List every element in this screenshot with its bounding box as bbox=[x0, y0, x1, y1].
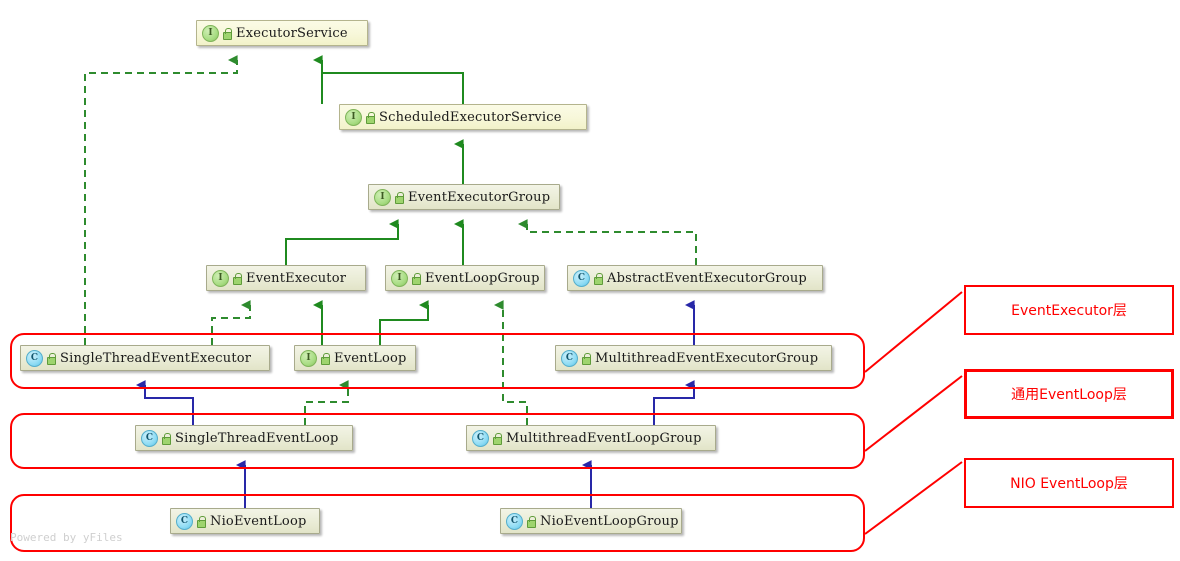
node-event-loop[interactable]: I EventLoop bbox=[294, 345, 416, 371]
group-eventexecutor-layer bbox=[10, 333, 865, 389]
node-label: EventLoopGroup bbox=[425, 270, 540, 286]
interface-badge-icon: I bbox=[345, 108, 362, 126]
node-label: AbstractEventExecutorGroup bbox=[607, 270, 807, 286]
edge-eventloop-to-elg bbox=[379, 300, 429, 345]
node-scheduled-executor-service[interactable]: I ScheduledExecutorService bbox=[339, 104, 587, 130]
lock-icon bbox=[411, 273, 421, 285]
interface-badge-icon: I bbox=[202, 24, 219, 42]
interface-badge-icon: I bbox=[300, 349, 317, 367]
lock-icon bbox=[581, 353, 591, 365]
node-event-loop-group[interactable]: I EventLoopGroup bbox=[385, 265, 545, 291]
legend-general-event-loop-layer: 通用EventLoop层 bbox=[964, 369, 1174, 419]
edge-aeeg-to-eeg bbox=[517, 219, 697, 265]
class-badge-icon: C bbox=[573, 269, 590, 287]
node-label: EventExecutorGroup bbox=[408, 189, 551, 205]
legend-event-executor-layer: EventExecutor层 bbox=[964, 285, 1174, 335]
class-badge-icon: C bbox=[561, 349, 578, 367]
node-nio-event-loop-group[interactable]: C NioEventLoopGroup bbox=[500, 508, 682, 534]
node-nio-event-loop[interactable]: C NioEventLoop bbox=[170, 508, 320, 534]
node-label: ScheduledExecutorService bbox=[379, 109, 562, 125]
class-badge-icon: C bbox=[26, 349, 43, 367]
lock-icon bbox=[196, 516, 206, 528]
lock-icon bbox=[320, 353, 330, 365]
node-label: MultithreadEventExecutorGroup bbox=[595, 350, 819, 366]
legend-connector-layer bbox=[864, 291, 963, 535]
legend-nio-event-loop-layer: NIO EventLoop层 bbox=[964, 458, 1174, 508]
edge-stel-to-eventloop bbox=[304, 380, 349, 425]
connector-eventexecutor bbox=[864, 291, 963, 373]
edge-stel-to-ste bbox=[135, 380, 194, 425]
lock-icon bbox=[222, 28, 232, 40]
edge-ste-to-executorservice bbox=[84, 55, 238, 345]
node-single-thread-event-executor[interactable]: C SingleThreadEventExecutor bbox=[20, 345, 270, 371]
node-label: SingleThreadEventLoop bbox=[175, 430, 339, 446]
edge-scheduled-to-executorservice bbox=[312, 55, 464, 104]
lock-icon bbox=[365, 112, 375, 124]
node-label: EventExecutor bbox=[246, 270, 347, 286]
class-badge-icon: C bbox=[506, 512, 523, 530]
node-event-executor[interactable]: I EventExecutor bbox=[206, 265, 366, 291]
node-single-thread-event-loop[interactable]: C SingleThreadEventLoop bbox=[135, 425, 353, 451]
node-multithread-event-executor-group[interactable]: C MultithreadEventExecutorGroup bbox=[555, 345, 832, 371]
node-abstract-event-executor-group[interactable]: C AbstractEventExecutorGroup bbox=[567, 265, 823, 291]
legend-label: 通用EventLoop层 bbox=[1011, 387, 1127, 403]
lock-icon bbox=[394, 192, 404, 204]
connector-nio bbox=[864, 461, 963, 535]
lock-icon bbox=[161, 433, 171, 445]
edge-eventexecutor-to-eeg bbox=[285, 219, 399, 265]
interface-badge-icon: I bbox=[374, 188, 391, 206]
class-badge-icon: C bbox=[141, 429, 158, 447]
node-executor-service[interactable]: I ExecutorService bbox=[196, 20, 368, 46]
lock-icon bbox=[593, 273, 603, 285]
node-multithread-event-loop-group[interactable]: C MultithreadEventLoopGroup bbox=[466, 425, 716, 451]
legend-label: NIO EventLoop层 bbox=[1010, 476, 1128, 492]
node-label: ExecutorService bbox=[236, 25, 348, 41]
node-label: MultithreadEventLoopGroup bbox=[506, 430, 702, 446]
lock-icon bbox=[232, 273, 242, 285]
interface-badge-icon: I bbox=[212, 269, 229, 287]
connector-eventloop bbox=[864, 375, 963, 452]
edge-ste-to-eventexecutor bbox=[211, 300, 251, 345]
node-label: SingleThreadEventExecutor bbox=[60, 350, 252, 366]
group-nio-layer bbox=[10, 494, 865, 552]
lock-icon bbox=[526, 516, 536, 528]
interface-badge-icon: I bbox=[391, 269, 408, 287]
legend-label: EventExecutor层 bbox=[1011, 303, 1127, 319]
node-label: NioEventLoopGroup bbox=[540, 513, 679, 529]
node-label: EventLoop bbox=[334, 350, 407, 366]
node-label: NioEventLoop bbox=[210, 513, 307, 529]
yfiles-watermark: Powered by yFiles bbox=[10, 531, 123, 544]
group-eventloop-layer bbox=[10, 413, 865, 469]
class-badge-icon: C bbox=[472, 429, 489, 447]
lock-icon bbox=[492, 433, 502, 445]
class-badge-icon: C bbox=[176, 512, 193, 530]
node-event-executor-group[interactable]: I EventExecutorGroup bbox=[368, 184, 560, 210]
lock-icon bbox=[46, 353, 56, 365]
edge-mtelg-to-mteeg bbox=[653, 380, 695, 425]
